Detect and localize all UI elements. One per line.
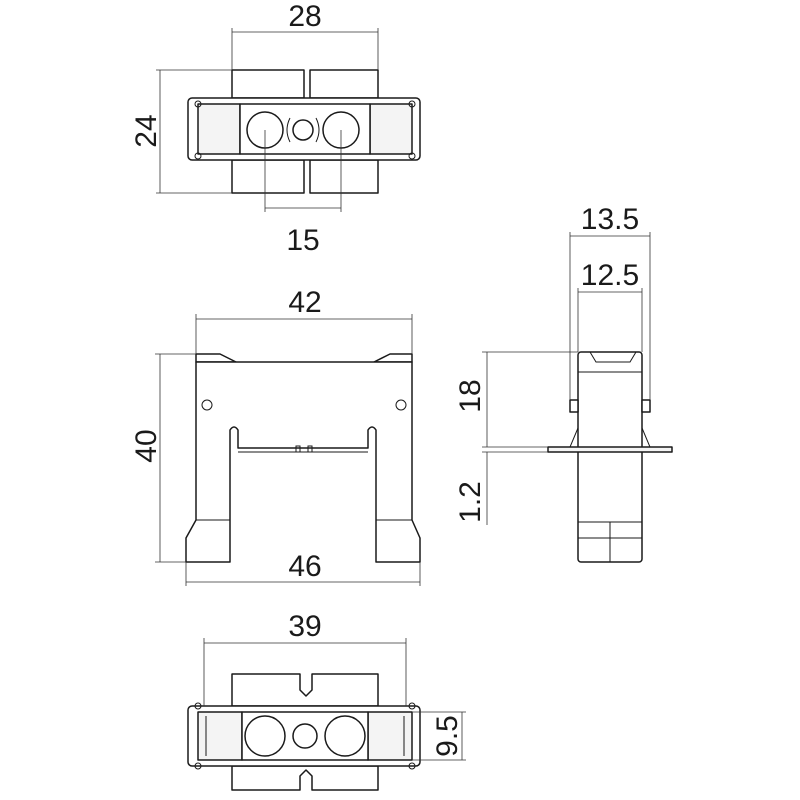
dim-front-height: 40: [130, 429, 163, 462]
dim-side-total-depth: 13.5: [581, 203, 639, 236]
dim-side-flange-thickness: 1.2: [454, 481, 487, 523]
dim-bottom-height: 9.5: [431, 715, 464, 757]
front-view-dimensions: 42 40 46: [130, 286, 421, 586]
front-view: [185, 353, 421, 563]
bottom-view-dimensions: 39 9.5: [203, 610, 466, 761]
bottom-view: [187, 673, 421, 791]
dim-front-bottom-width: 46: [288, 550, 321, 583]
dim-side-body-depth: 12.5: [581, 259, 639, 292]
top-view-dimensions: 28 24 15: [130, 0, 379, 257]
dim-side-upper-height: 18: [454, 379, 487, 412]
top-view: [187, 69, 421, 194]
dim-front-top-width: 42: [288, 286, 321, 319]
side-view: [547, 351, 673, 563]
dim-top-height: 24: [130, 114, 163, 147]
dim-hole-pitch: 15: [286, 224, 319, 257]
dim-bottom-width: 39: [288, 610, 321, 643]
side-view-dimensions: 13.5 12.5 18 1.2: [454, 203, 651, 525]
dim-top-width: 28: [288, 0, 321, 33]
